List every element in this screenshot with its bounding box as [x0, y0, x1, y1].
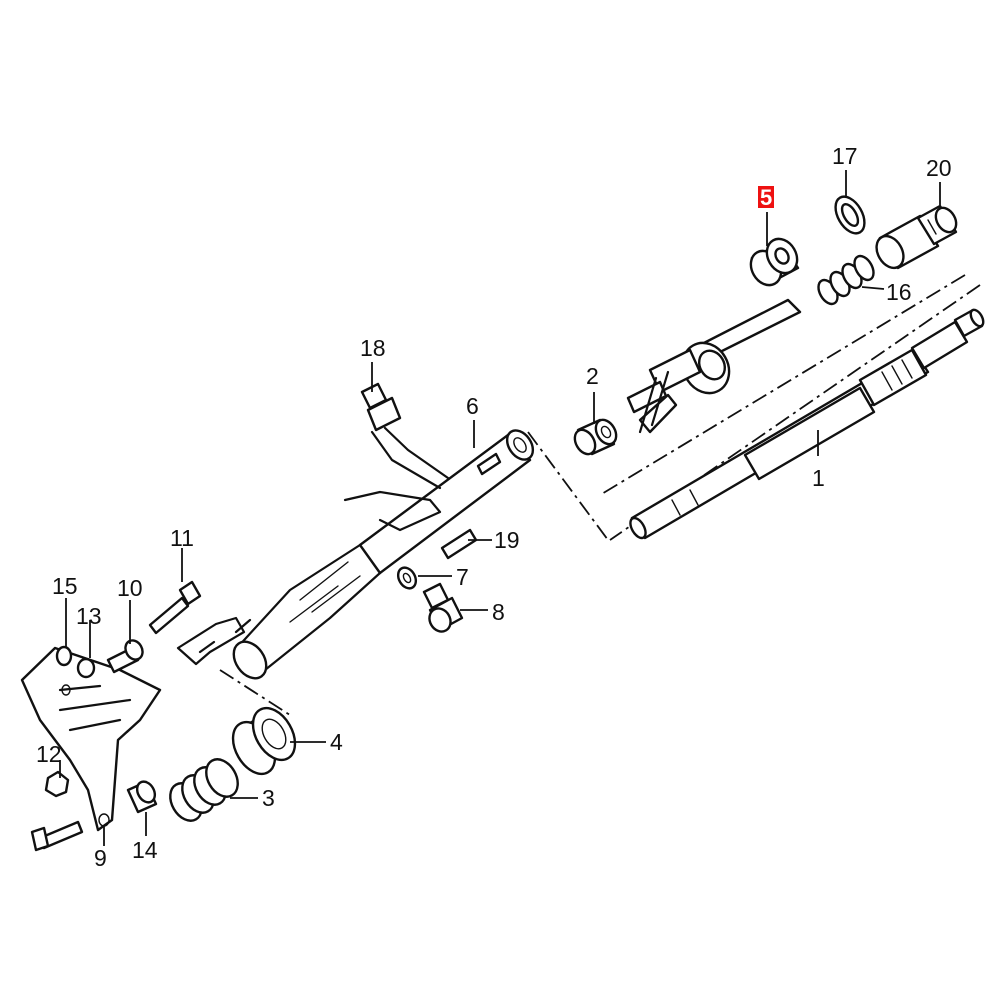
- part-9-mounting-bracket[interactable]: [20, 646, 162, 832]
- callout-1: 1: [812, 465, 825, 491]
- leader-lines: [59, 170, 941, 846]
- callout-14: 14: [132, 837, 158, 863]
- universal-joint-fork[interactable]: [176, 616, 252, 666]
- callout-12: 12: [36, 741, 62, 767]
- callout-3: 3: [262, 785, 275, 811]
- part-2-bushing[interactable]: [571, 416, 621, 458]
- part-14-sleeve[interactable]: [126, 778, 158, 814]
- callout-5[interactable]: 5: [760, 185, 772, 210]
- part-8-plug[interactable]: [422, 582, 464, 635]
- callout-10: 10: [117, 575, 143, 601]
- part-6-column-tube[interactable]: [227, 426, 538, 685]
- callout-20: 20: [926, 155, 952, 181]
- callout-5-highlight: [758, 186, 774, 208]
- callout-18: 18: [360, 335, 386, 361]
- combination-switch-lever[interactable]: [626, 298, 802, 434]
- part-18-bracket[interactable]: [343, 382, 450, 532]
- callout-17: 17: [832, 143, 858, 169]
- callout-7: 7: [456, 564, 469, 590]
- callout-6: 6: [466, 393, 479, 419]
- callout-15: 15: [52, 573, 78, 599]
- callout-16: 16: [886, 279, 912, 305]
- part-15-washer[interactable]: [55, 645, 73, 667]
- callout-9: 9: [94, 845, 107, 871]
- part-11-bolt[interactable]: [148, 580, 202, 635]
- part-3-spring[interactable]: [164, 754, 244, 827]
- callout-11: 11: [170, 525, 194, 551]
- part-4-bearing[interactable]: [224, 701, 303, 781]
- part-20-splined-sleeve[interactable]: [871, 204, 960, 272]
- assembly-axis-lines: [219, 274, 981, 716]
- part-13-nut[interactable]: [76, 657, 96, 679]
- callout-2: 2: [586, 363, 599, 389]
- part-17-washer[interactable]: [830, 192, 871, 239]
- callout-numbers: 1 2 3 4 5 6 7 8 9 10 11 12 13 14 15 16 1…: [36, 143, 952, 871]
- part-10-bolt[interactable]: [106, 637, 146, 674]
- callout-13: 13: [76, 603, 102, 629]
- part-19-clip[interactable]: [440, 528, 478, 560]
- callout-4: 4: [330, 729, 343, 755]
- part-7-washer[interactable]: [395, 564, 420, 591]
- part-1-steering-shaft[interactable]: [627, 308, 986, 541]
- callout-8: 8: [492, 599, 505, 625]
- callout-19: 19: [494, 527, 520, 553]
- part-12-nut[interactable]: [44, 770, 70, 798]
- lower-bolt[interactable]: [30, 820, 84, 852]
- part-16-spring[interactable]: [815, 253, 878, 308]
- part-5-highlighted-bushing[interactable]: [745, 233, 803, 290]
